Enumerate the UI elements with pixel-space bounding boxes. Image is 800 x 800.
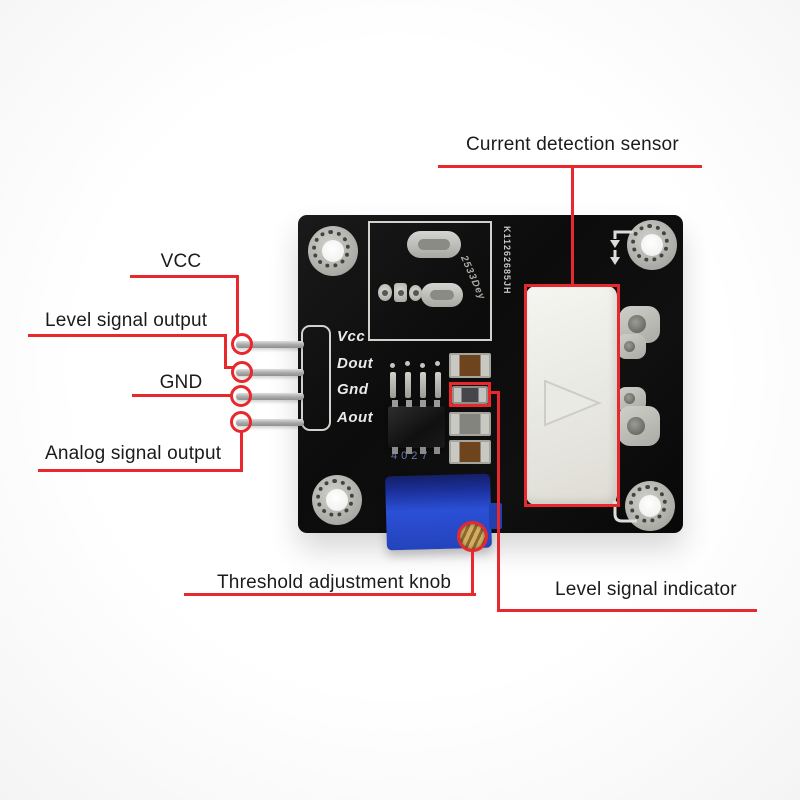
label-gnd: GND: [159, 372, 203, 393]
ic-lead: [434, 447, 440, 454]
ic-lead: [406, 400, 412, 407]
annotation-line: [38, 469, 243, 472]
label-level-signal-output: Level signal output: [45, 310, 208, 331]
led-highlight-box: [449, 382, 491, 407]
component-lead-pad: [420, 372, 426, 398]
pin-header-bracket: [301, 325, 331, 431]
annotation-line: [497, 609, 757, 612]
status-led: [452, 386, 488, 404]
slot-opening: [430, 290, 454, 300]
via-ring: [629, 485, 667, 523]
mounting-hole: [308, 226, 358, 276]
terminal-hole: [628, 315, 646, 333]
pin-label-vcc: Vcc: [337, 328, 366, 345]
smd-resistor: [449, 440, 491, 464]
annotation-line: [497, 391, 500, 612]
via-dot: [420, 363, 425, 368]
pad-hole: [382, 289, 388, 296]
ic-lead: [406, 447, 412, 454]
round-pad: [378, 284, 392, 301]
header-pin: [236, 341, 304, 348]
ic-lead: [392, 447, 398, 454]
pin-marker-dout: [231, 361, 253, 383]
ic-lead: [392, 400, 398, 407]
annotation-line: [240, 432, 243, 472]
hole-core: [639, 495, 661, 517]
knob-highlight-circle: [457, 521, 488, 552]
current-in-arrow-icon: [610, 230, 633, 265]
slot-opening: [418, 239, 450, 250]
solder-slot-pad: [421, 283, 463, 307]
hole-core: [322, 240, 344, 262]
sensor-highlight-box: [524, 284, 620, 507]
annotation-line: [471, 551, 474, 596]
label-threshold-adjustment-knob: Threshold adjustment knob: [217, 572, 452, 593]
mounting-hole: [312, 475, 362, 525]
annotation-line: [236, 275, 239, 335]
terminal-hole: [627, 417, 645, 435]
silkscreen-outline-box: [368, 221, 492, 341]
label-current-detection-sensor: Current detection sensor: [466, 134, 679, 155]
round-pad: [409, 285, 422, 301]
annotation-line: [132, 394, 232, 397]
ic-marking-text: 4027: [391, 450, 432, 462]
label-analog-signal-output: Analog signal output: [45, 443, 222, 464]
annotation-line: [224, 366, 234, 369]
header-pin: [236, 419, 304, 426]
pin-label-aout: Aout: [337, 409, 374, 426]
annotation-line: [28, 334, 227, 337]
via-dot: [435, 361, 440, 366]
pin-marker-vcc: [231, 333, 253, 355]
hole-core: [641, 234, 663, 256]
smd-resistor: [449, 353, 491, 378]
via-dot: [405, 361, 410, 366]
annotation-line: [184, 593, 476, 596]
soic8-ic: [388, 406, 445, 448]
terminal-hole: [624, 393, 635, 404]
annotation-line: [130, 275, 239, 278]
label-level-signal-indicator: Level signal indicator: [555, 579, 737, 600]
pin-marker-aout: [230, 411, 252, 433]
ic-lead: [420, 447, 426, 454]
annotation-line: [571, 165, 574, 286]
via-ring: [316, 479, 354, 517]
sensor-triangle-icon: [544, 379, 602, 427]
serial-number-text: K11262685JH: [502, 226, 512, 295]
pad-hole: [397, 289, 404, 296]
component-lead-pad: [435, 372, 441, 398]
ic-lead: [420, 400, 426, 407]
mounting-hole: [625, 481, 675, 531]
annotation-line: [438, 165, 702, 168]
hole-core: [326, 489, 348, 511]
smd-capacitor: [449, 412, 491, 436]
mounting-hole: [627, 220, 677, 270]
pin-label-gnd: Gnd: [337, 381, 369, 398]
header-pin: [236, 393, 304, 400]
via-dot: [390, 363, 395, 368]
solder-slot-pad: [407, 231, 461, 258]
via-ring: [631, 224, 669, 262]
component-lead-pad: [405, 372, 411, 398]
annotation-line: [490, 391, 500, 394]
header-pin: [236, 369, 304, 376]
pin-label-dout: Dout: [337, 355, 374, 372]
component-lead-pad: [390, 372, 396, 398]
annotation-line: [224, 334, 227, 369]
via-ring: [312, 230, 350, 268]
potentiometer-tab: [489, 503, 502, 529]
pad-hole: [412, 290, 419, 296]
label-vcc: VCC: [160, 251, 202, 272]
pin-marker-gnd: [230, 385, 252, 407]
ic-lead: [434, 400, 440, 407]
terminal-hole: [624, 341, 635, 352]
square-pad: [394, 283, 407, 302]
